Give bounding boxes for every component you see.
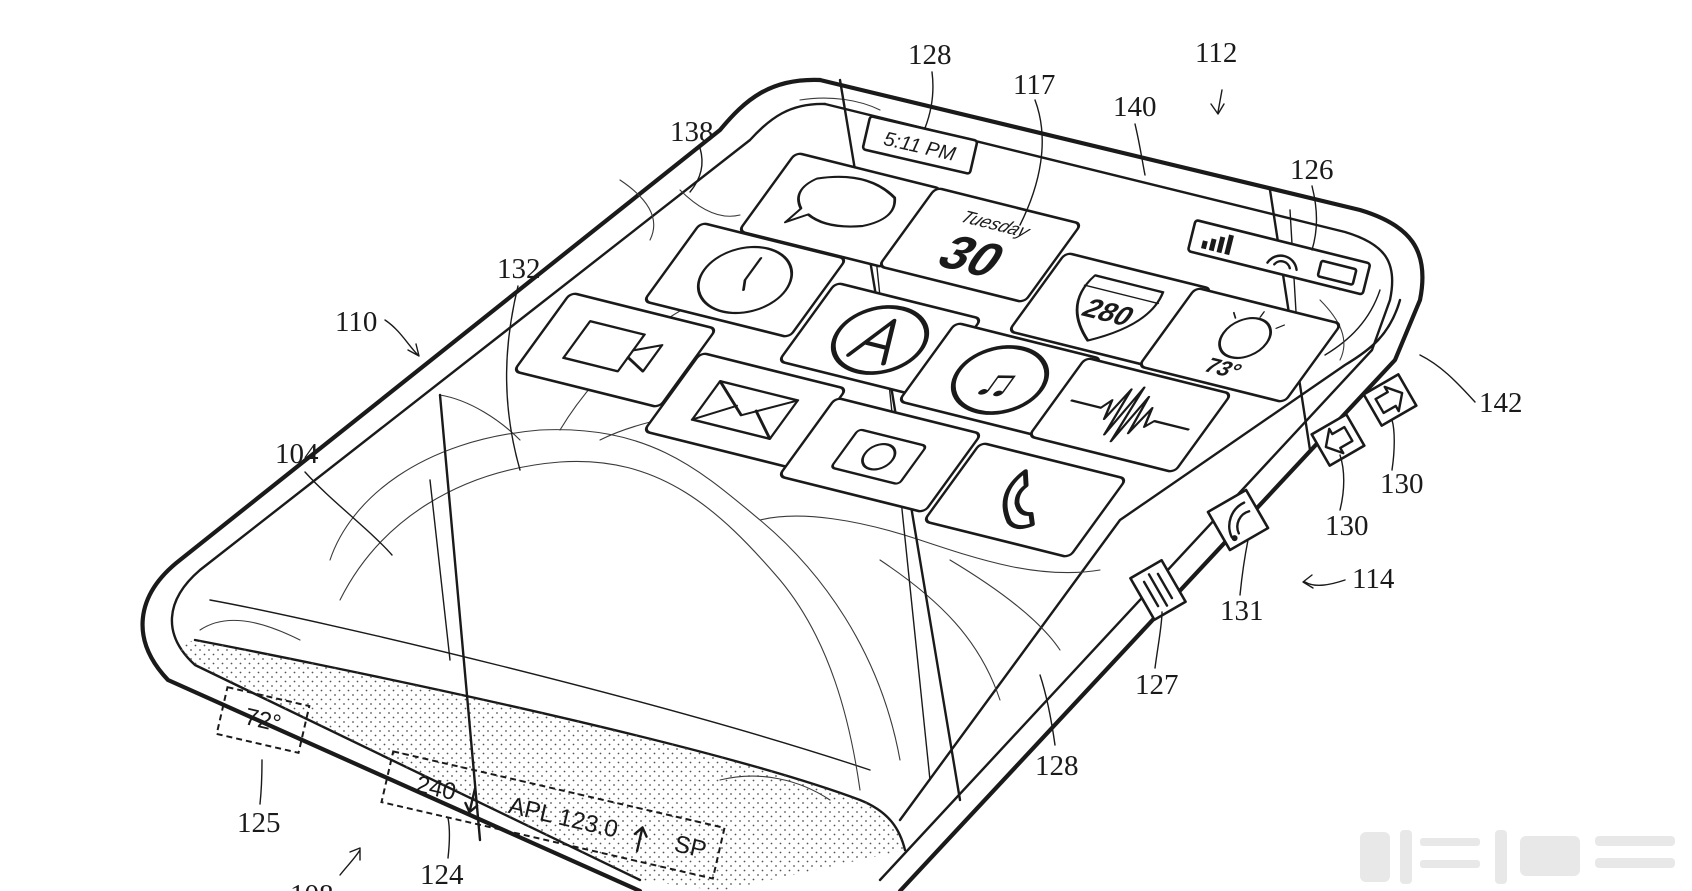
ref-138: 138 bbox=[670, 116, 714, 148]
ref-108: 108 bbox=[290, 879, 334, 891]
video-app-icon[interactable] bbox=[514, 292, 717, 408]
voice-memo-app-icon[interactable] bbox=[1029, 357, 1232, 473]
ref-128-bottom: 128 bbox=[1035, 750, 1079, 782]
weather-app-icon[interactable]: 73° bbox=[1139, 287, 1342, 403]
calendar-app-icon[interactable]: Tuesday 30 bbox=[879, 187, 1082, 303]
edge-controls bbox=[1129, 373, 1418, 622]
ref-110: 110 bbox=[335, 306, 377, 338]
ref-130-b: 130 bbox=[1325, 510, 1369, 542]
device-housing bbox=[140, 77, 1425, 891]
ref-104: 104 bbox=[275, 438, 319, 470]
ref-124: 124 bbox=[420, 859, 464, 891]
ref-125: 125 bbox=[237, 807, 281, 839]
edge-temperature: 72° bbox=[242, 703, 283, 737]
ref-131: 131 bbox=[1220, 595, 1264, 627]
camera-app-icon[interactable] bbox=[779, 397, 982, 513]
ref-128-top: 128 bbox=[908, 39, 952, 71]
watermark bbox=[1360, 830, 1675, 884]
ref-114: 114 bbox=[1352, 563, 1395, 595]
ref-112: 112 bbox=[1195, 37, 1237, 69]
ref-117: 117 bbox=[1013, 69, 1055, 101]
ref-130-a: 130 bbox=[1380, 468, 1424, 500]
battery-icon bbox=[1316, 259, 1358, 286]
ref-142: 142 bbox=[1479, 387, 1523, 419]
edge-thumb-control[interactable] bbox=[1129, 558, 1187, 622]
edge-wifi-icon bbox=[1206, 488, 1270, 552]
ref-132: 132 bbox=[497, 253, 541, 285]
edge-button-left-arrow[interactable] bbox=[1310, 413, 1366, 467]
ref-126: 126 bbox=[1290, 154, 1334, 186]
wifi-icon bbox=[1266, 254, 1298, 272]
ref-127: 127 bbox=[1135, 669, 1179, 701]
wallpaper-tree-sketch bbox=[199, 97, 1345, 801]
status-indicators bbox=[1187, 219, 1371, 296]
edge-button-right-arrow[interactable] bbox=[1362, 373, 1418, 427]
status-time-box: 5:11 PM bbox=[861, 115, 979, 175]
lower-edge-display bbox=[180, 640, 905, 891]
app-icon-grid: Tuesday 30 280 73° bbox=[514, 152, 1342, 558]
clock-app-icon[interactable] bbox=[644, 222, 847, 338]
ref-140: 140 bbox=[1113, 91, 1157, 123]
phone-app-icon[interactable] bbox=[924, 442, 1127, 558]
reference-numerals: 128 112 117 140 138 126 132 110 142 104 … bbox=[237, 37, 1523, 891]
signal-bars-icon bbox=[1201, 234, 1234, 256]
